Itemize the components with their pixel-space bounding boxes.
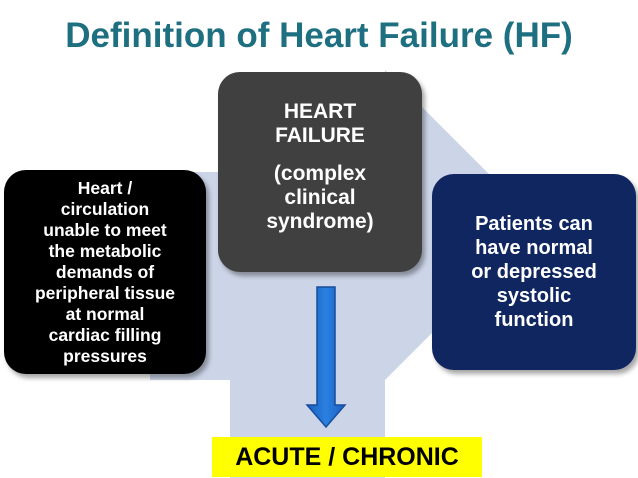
subtitle-line: clinical: [284, 186, 356, 209]
definition-line: unable to meet: [43, 219, 167, 240]
definition-line: circulation: [60, 198, 150, 219]
definition-line: Heart /: [77, 177, 133, 198]
heart-failure-subtitle: (complex clinical syndrome): [266, 162, 373, 234]
heart-failure-box: HEART FAILURE (complex clinical syndrome…: [218, 72, 422, 272]
definition-line: cardiac filling: [48, 324, 162, 345]
systolic-function-text: Patients can have normal or depressed sy…: [471, 212, 597, 332]
heart-failure-heading: HEART FAILURE: [275, 100, 365, 148]
heading-line: HEART: [283, 100, 357, 123]
subtitle-line: syndrome): [266, 210, 374, 233]
heading-line: FAILURE: [275, 124, 365, 147]
definition-text: Heart / circulation unable to meet the m…: [35, 178, 175, 367]
definition-box: Heart / circulation unable to meet the m…: [4, 170, 206, 374]
systolic-line: or depressed: [471, 261, 597, 283]
definition-line: at normal: [65, 303, 145, 324]
definition-line: demands of: [55, 261, 155, 282]
systolic-line: Patients can: [475, 213, 593, 235]
systolic-line: systolic: [496, 285, 572, 307]
systolic-line: function: [494, 309, 574, 331]
slide-title: Definition of Heart Failure (HF): [65, 16, 573, 55]
systolic-line: have normal: [475, 237, 593, 259]
definition-line: the metabolic: [48, 240, 162, 261]
subtitle-line: (complex: [273, 162, 367, 185]
definition-line: pressures: [63, 345, 147, 366]
systolic-function-box: Patients can have normal or depressed sy…: [432, 174, 636, 370]
definition-line: peripheral tissue: [34, 282, 176, 303]
acute-chronic-banner: ACUTE / CHRONIC: [212, 437, 482, 477]
